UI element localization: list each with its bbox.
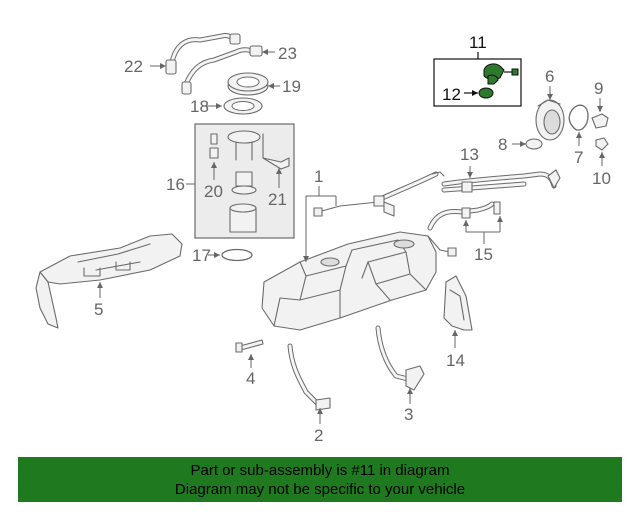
part-10-clip bbox=[595, 137, 609, 151]
callout-17-label: 17 bbox=[192, 246, 211, 265]
part-6-filler-housing bbox=[535, 99, 565, 141]
callout-15-label: 15 bbox=[474, 245, 493, 264]
part-22-23-fuel-lines bbox=[165, 33, 263, 95]
part-13-filler-pipe bbox=[441, 169, 561, 193]
callout-3-label: 3 bbox=[404, 405, 413, 424]
callout-9-label: 9 bbox=[594, 79, 603, 98]
callout-19: 19 bbox=[268, 77, 301, 96]
part-3-tank-strap bbox=[375, 325, 425, 391]
banner-line-1: Part or sub-assembly is #11 in diagram bbox=[190, 462, 450, 479]
callout-11-label: 11 bbox=[469, 33, 487, 52]
callout-2-label: 2 bbox=[314, 426, 323, 445]
callout-21: 21 bbox=[268, 168, 287, 209]
part-15-hoses bbox=[427, 201, 501, 257]
callout-20-label: 20 bbox=[204, 182, 223, 201]
callout-21-label: 21 bbox=[268, 190, 287, 209]
part-12-gasket bbox=[478, 87, 494, 99]
callout-14: 14 bbox=[446, 330, 465, 370]
callout-7: 7 bbox=[574, 132, 583, 167]
callout-4-label: 4 bbox=[246, 369, 255, 388]
part-16-pump-module bbox=[227, 130, 261, 233]
callout-8: 8 bbox=[498, 135, 526, 154]
part-7-seal bbox=[568, 104, 589, 131]
part-5-heat-shield bbox=[35, 233, 183, 329]
callout-5: 5 bbox=[94, 282, 103, 319]
callout-4: 4 bbox=[246, 354, 255, 388]
callout-23-label: 23 bbox=[278, 44, 297, 63]
callout-2: 2 bbox=[314, 408, 323, 445]
banner-line-2: Diagram may not be specific to your vehi… bbox=[174, 481, 466, 498]
part-8-grommet bbox=[525, 138, 543, 150]
callout-7-label: 7 bbox=[574, 148, 583, 167]
part-20-pressure-regulator bbox=[209, 133, 219, 159]
callout-3: 3 bbox=[404, 388, 413, 424]
callout-18: 18 bbox=[190, 97, 222, 116]
part-19-lock-ring bbox=[227, 72, 269, 96]
callout-10: 10 bbox=[592, 152, 611, 188]
callout-1-label: 1 bbox=[314, 167, 323, 186]
callout-6: 6 bbox=[545, 67, 554, 100]
callout-11: 11 bbox=[469, 33, 487, 59]
part-4-bolt bbox=[235, 339, 264, 353]
part-11-fuel-cap bbox=[483, 63, 519, 85]
callout-14-label: 14 bbox=[446, 351, 465, 370]
callout-8-label: 8 bbox=[498, 135, 507, 154]
part-18-gasket bbox=[223, 97, 263, 115]
callout-17: 17 bbox=[192, 246, 220, 265]
callout-10-label: 10 bbox=[592, 169, 611, 188]
callout-16: 16 bbox=[166, 175, 195, 194]
callout-22: 22 bbox=[124, 57, 166, 76]
info-banner: Part or sub-assembly is #11 in diagram D… bbox=[18, 457, 622, 502]
fuel-tank bbox=[261, 231, 437, 331]
callout-16-label: 16 bbox=[166, 175, 185, 194]
callout-15: 15 bbox=[463, 216, 503, 264]
callout-13: 13 bbox=[460, 145, 479, 178]
callout-20: 20 bbox=[204, 162, 223, 201]
callout-23: 23 bbox=[262, 44, 297, 63]
part-14-protector bbox=[443, 275, 473, 331]
part-2-tank-strap bbox=[287, 343, 331, 411]
callout-12: 12 bbox=[442, 85, 478, 104]
callout-22-label: 22 bbox=[124, 57, 143, 76]
callout-18-label: 18 bbox=[190, 97, 209, 116]
part-21-sender-unit bbox=[262, 133, 290, 170]
part-9-hinge bbox=[591, 113, 609, 129]
callout-13-label: 13 bbox=[460, 145, 479, 164]
part-11-box bbox=[433, 58, 522, 107]
callout-19-label: 19 bbox=[282, 77, 301, 96]
part-17-gasket bbox=[221, 248, 253, 262]
callout-12-label: 12 bbox=[442, 85, 461, 104]
part-1-vent-lines bbox=[313, 171, 445, 217]
callout-5-label: 5 bbox=[94, 300, 103, 319]
callout-1: 1 bbox=[303, 167, 337, 262]
callout-9: 9 bbox=[594, 79, 603, 112]
callout-6-label: 6 bbox=[545, 67, 554, 86]
